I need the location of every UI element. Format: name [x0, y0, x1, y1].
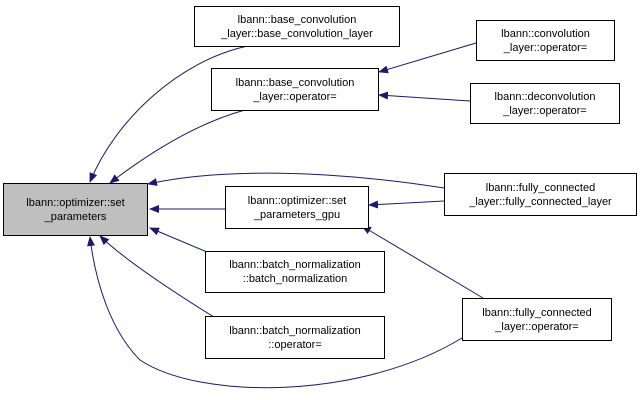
node-convolution-operator[interactable]: lbann::convolution _layer::operator=	[476, 20, 615, 61]
node-set-parameters-line2: _parameters	[44, 210, 107, 223]
node-base-convolution-operator[interactable]: lbann::base_convolution _layer::operator…	[211, 68, 379, 111]
node-fully-connected-operator-line1: lbann::fully_connected	[482, 306, 592, 319]
node-convolution-operator-line1: lbann::convolution	[501, 27, 590, 40]
node-base-convolution-operator-line1: lbann::base_convolution	[235, 76, 355, 89]
node-set-parameters-gpu-line1: lbann::optimizer::set	[247, 194, 347, 207]
node-fully-connected-operator-line2: _layer::operator=	[495, 320, 579, 333]
node-batch-normalization-ctor-line1: lbann::batch_normalization	[229, 259, 361, 271]
node-batch-normalization-ctor-line2: ::batch_normalization	[242, 273, 348, 285]
node-deconvolution-operator-line1: lbann::deconvolution	[494, 90, 596, 103]
node-fully-connected-layer-line2: _layer::fully_connected_layer	[469, 195, 612, 208]
node-batch-normalization-ctor[interactable]: lbann::batch_normalization ::batch_norma…	[205, 251, 385, 293]
edge-batch-normalization-operator-to-set-parameters	[99, 235, 223, 323]
edge-base-convolution-layer-to-set-parameters	[89, 45, 249, 183]
node-fully-connected-layer[interactable]: lbann::fully_connected _layer::fully_con…	[444, 173, 637, 216]
node-batch-normalization-operator-line2: ::operator=	[268, 338, 322, 351]
node-deconvolution-operator-line2: _layer::operator=	[503, 104, 587, 117]
node-deconvolution-operator[interactable]: lbann::deconvolution _layer::operator=	[470, 83, 620, 124]
node-batch-normalization-operator[interactable]: lbann::batch_normalization ::operator=	[205, 316, 385, 359]
node-set-parameters-line1: lbann::optimizer::set	[26, 196, 125, 209]
node-base-convolution-layer[interactable]: lbann::base_convolution _layer::base_con…	[194, 6, 400, 47]
node-set-parameters-gpu[interactable]: lbann::optimizer::set _parameters_gpu	[225, 186, 369, 229]
edge-convolution-operator-to-base-convolution-operator	[378, 42, 477, 74]
edge-base-convolution-operator-to-set-parameters	[109, 109, 246, 184]
edge-fully-connected-layer-to-set-parameters-gpu	[368, 200, 445, 209]
node-base-convolution-operator-line2: _layer::operator=	[253, 90, 337, 103]
node-set-parameters: lbann::optimizer::set _parameters	[3, 183, 148, 236]
node-set-parameters-gpu-line2: _parameters_gpu	[253, 208, 341, 221]
edge-deconvolution-operator-to-base-convolution-operator	[378, 91, 471, 102]
node-fully-connected-layer-line1: lbann::fully_connected	[485, 181, 596, 194]
node-fully-connected-operator[interactable]: lbann::fully_connected _layer::operator=	[462, 298, 612, 341]
node-base-convolution-layer-line2: _layer::base_convolution_layer	[221, 27, 373, 40]
node-base-convolution-layer-line1: lbann::base_convolution	[237, 13, 357, 26]
edge-fully-connected-layer-to-set-parameters	[147, 172, 445, 189]
node-convolution-operator-line2: _layer::operator=	[503, 41, 588, 54]
edge-fully-connected-operator-to-set-parameters-gpu	[361, 225, 484, 299]
edge-fully-connected-operator-to-set-parameters	[87, 236, 463, 389]
node-batch-normalization-operator-line1: lbann::batch_normalization	[229, 324, 361, 337]
